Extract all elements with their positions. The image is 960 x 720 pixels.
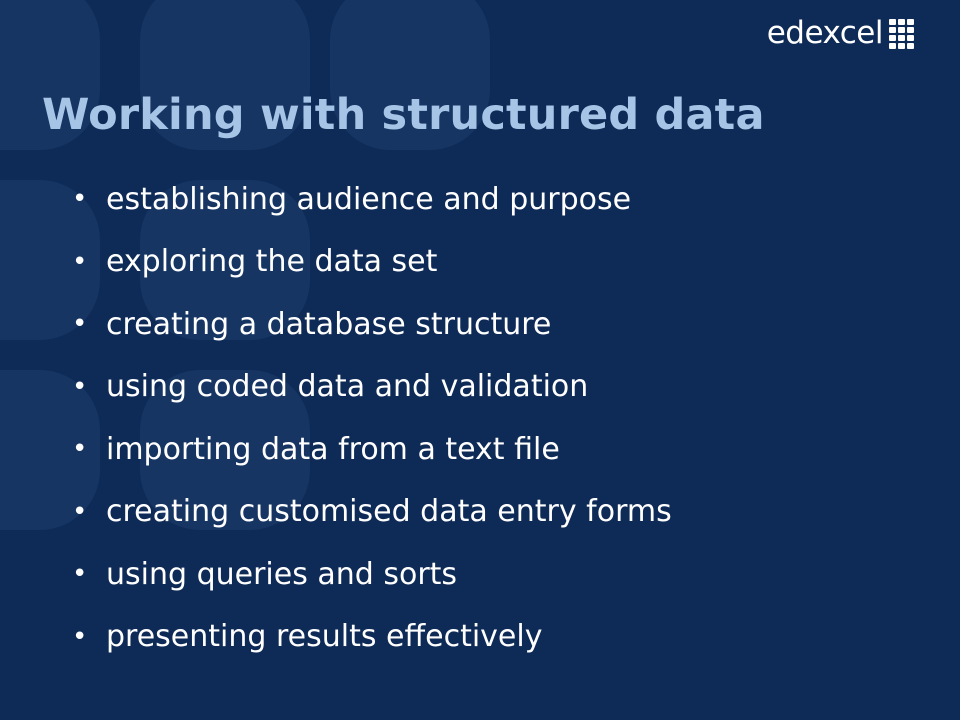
bullet-icon: • bbox=[72, 496, 88, 527]
logo-text: edexcel bbox=[766, 15, 884, 51]
list-item: • creating a database structure bbox=[72, 293, 672, 356]
list-item-text: establishing audience and purpose bbox=[106, 181, 632, 217]
list-item-text: creating customised data entry forms bbox=[106, 494, 672, 530]
list-item: • exploring the data set bbox=[72, 231, 672, 294]
bullet-icon: • bbox=[72, 621, 88, 652]
bullet-icon: • bbox=[72, 184, 88, 215]
edexcel-logo: edexcel bbox=[767, 18, 914, 49]
list-item-text: importing data from a text file bbox=[106, 431, 560, 467]
list-item: • using queries and sorts bbox=[72, 543, 672, 606]
bullet-icon: • bbox=[72, 559, 88, 590]
bullet-list: • establishing audience and purpose • expl… bbox=[72, 168, 672, 668]
list-item-text: creating a database structure bbox=[106, 306, 552, 342]
list-item: • presenting results effectively bbox=[72, 606, 672, 669]
list-item: • creating customised data entry forms bbox=[72, 481, 672, 544]
list-item-text: exploring the data set bbox=[106, 244, 438, 280]
bullet-icon: • bbox=[72, 309, 88, 340]
bullet-icon: • bbox=[72, 434, 88, 465]
bullet-icon: • bbox=[72, 246, 88, 277]
list-item-text: presenting results effectively bbox=[106, 619, 543, 655]
list-item: • establishing audience and purpose bbox=[72, 168, 672, 231]
slide-title: Working with structured data bbox=[42, 90, 765, 140]
bullet-icon: • bbox=[72, 371, 88, 402]
list-item: • importing data from a text file bbox=[72, 418, 672, 481]
list-item-text: using coded data and validation bbox=[106, 369, 589, 405]
list-item-text: using queries and sorts bbox=[106, 556, 458, 592]
list-item: • using coded data and validation bbox=[72, 356, 672, 419]
logo-grid-icon bbox=[889, 18, 914, 49]
